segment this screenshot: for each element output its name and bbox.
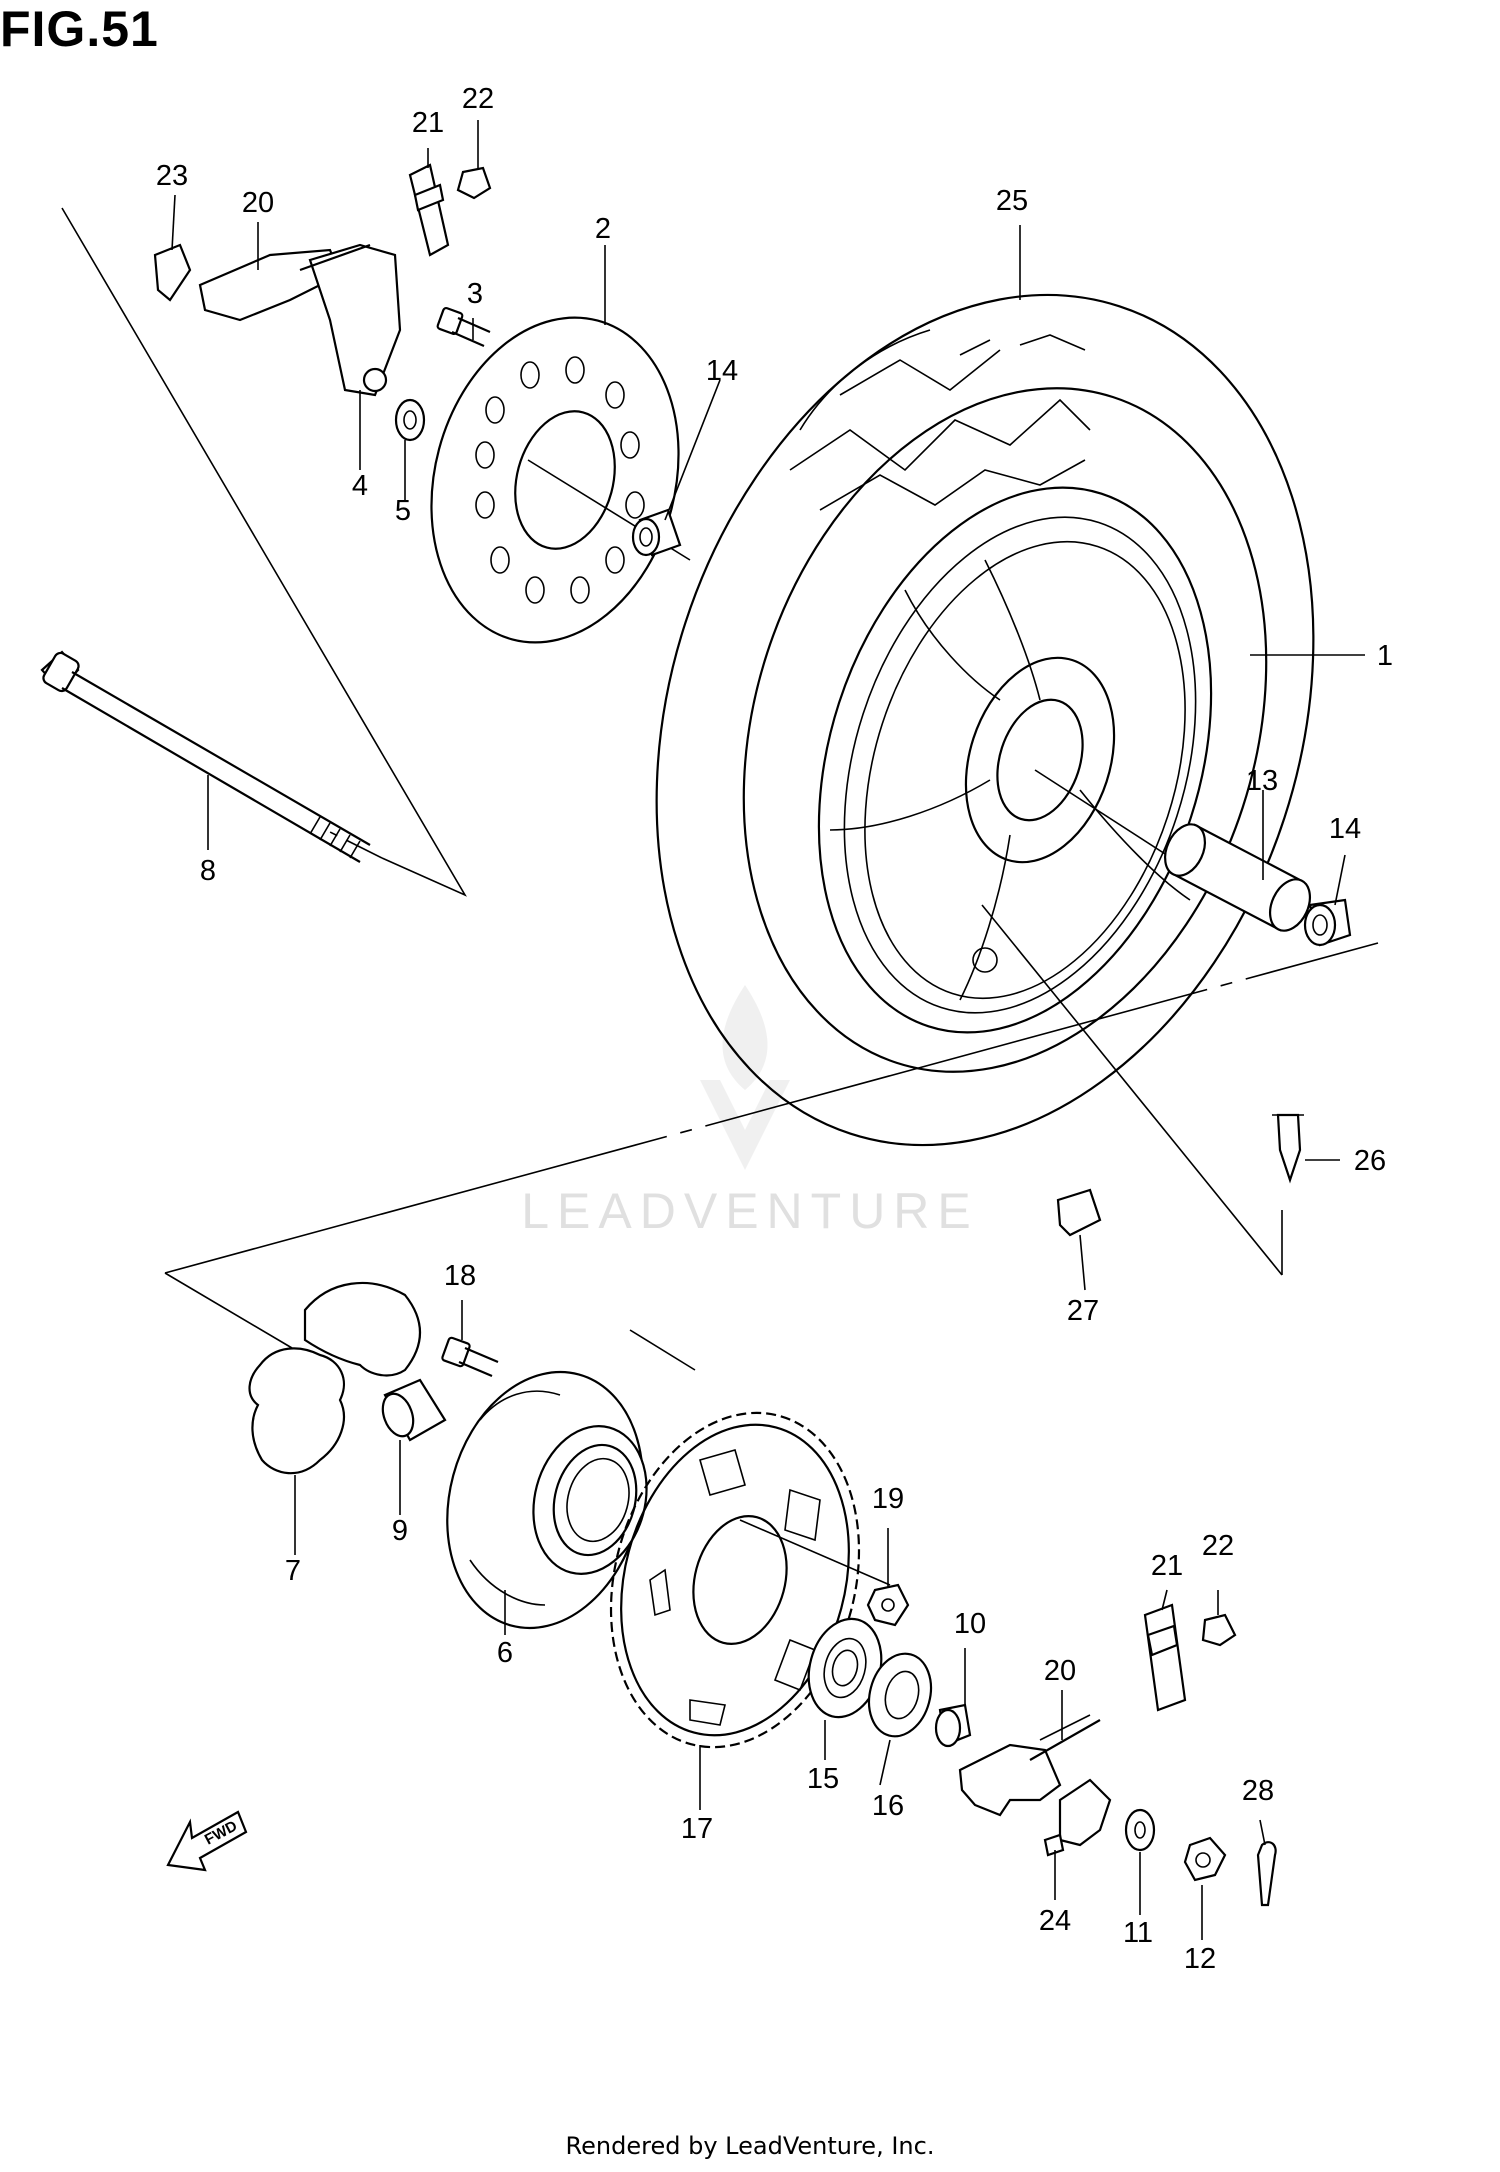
sprocket-hub	[446, 1370, 648, 1630]
oil-seal	[867, 1652, 933, 1738]
callout-25: 25	[996, 185, 1028, 217]
callout-20-lower: 20	[1044, 1655, 1076, 1687]
axle	[40, 650, 371, 863]
upper-left-guide-triangle	[61, 207, 467, 897]
callout-26: 26	[1354, 1145, 1386, 1177]
callout-6: 6	[497, 1637, 513, 1669]
spacer-tube	[1163, 823, 1312, 932]
callout-1: 1	[1377, 640, 1393, 672]
callout-22-lower: 22	[1202, 1530, 1234, 1562]
brake-disc	[430, 316, 680, 644]
callout-23: 23	[156, 160, 188, 192]
disc-bolt	[436, 306, 491, 348]
callout-7: 7	[285, 1555, 301, 1587]
tire	[655, 293, 1315, 1147]
callout-21-lower: 21	[1151, 1550, 1183, 1582]
callout-21-upper: 21	[412, 107, 444, 139]
callout-10: 10	[954, 1608, 986, 1640]
cotter-pin	[1256, 1841, 1277, 1907]
axle-nut	[1183, 1836, 1227, 1882]
callout-20-upper: 20	[242, 187, 274, 219]
adjuster-plate-right	[1143, 1603, 1187, 1712]
callout-5: 5	[395, 495, 411, 527]
bearing	[807, 1617, 883, 1719]
callout-3: 3	[467, 278, 483, 310]
callout-22-upper: 22	[462, 83, 494, 115]
callout-8: 8	[200, 855, 216, 887]
callout-14-right: 14	[1329, 813, 1361, 845]
leader-lines	[171, 120, 1365, 1940]
watermark-text: LEADVENTURE	[521, 1183, 979, 1239]
callout-18: 18	[444, 1260, 476, 1292]
spacer-right	[1303, 898, 1352, 947]
callout-4: 4	[352, 470, 368, 502]
collar	[394, 398, 426, 442]
callout-12: 12	[1184, 1943, 1216, 1975]
callout-14-upper: 14	[706, 355, 738, 387]
rear-sprocket	[609, 1411, 861, 1749]
hub-spacer	[934, 1703, 972, 1748]
washer	[1124, 1808, 1156, 1852]
hub-bolt	[441, 1336, 499, 1378]
callout-9: 9	[392, 1515, 408, 1547]
wheel-rim	[817, 486, 1213, 1034]
callout-labels: 1 2 3 4 5 6 7 8 9 10 11 12 13 14 14 15 1…	[156, 83, 1393, 1975]
footer-credit: Rendered by LeadVenture, Inc.	[565, 2132, 935, 2160]
chain-adjuster-left	[153, 243, 402, 397]
callout-11: 11	[1123, 1917, 1153, 1949]
nut-upper	[456, 166, 492, 200]
callout-16: 16	[872, 1790, 904, 1822]
callout-28: 28	[1242, 1775, 1274, 1807]
lower-guide-triangle	[164, 904, 1379, 1349]
axle-centerlines	[527, 459, 1191, 1586]
callout-19: 19	[872, 1483, 904, 1515]
callout-24: 24	[1039, 1905, 1071, 1937]
balance-weight	[1056, 1188, 1102, 1237]
sprocket-nut	[866, 1583, 910, 1627]
cush-drive-rubbers	[248, 1281, 422, 1475]
forward-direction-arrow: FWD	[166, 1810, 248, 1872]
chain-adjuster-right	[958, 1714, 1112, 1857]
tire-valve	[1272, 1113, 1304, 1184]
nut-right	[1201, 1613, 1237, 1647]
spacer-upper	[631, 508, 682, 557]
leadventure-watermark: LEADVENTURE	[521, 985, 979, 1239]
callout-17: 17	[681, 1813, 713, 1845]
callout-27: 27	[1067, 1295, 1099, 1327]
callout-2: 2	[595, 213, 611, 245]
callout-15: 15	[807, 1763, 839, 1795]
hub-collar	[381, 1378, 447, 1442]
callout-13: 13	[1246, 765, 1278, 797]
adjuster-plate-upper	[408, 163, 450, 257]
figure-title: FIG.51	[0, 1, 159, 57]
